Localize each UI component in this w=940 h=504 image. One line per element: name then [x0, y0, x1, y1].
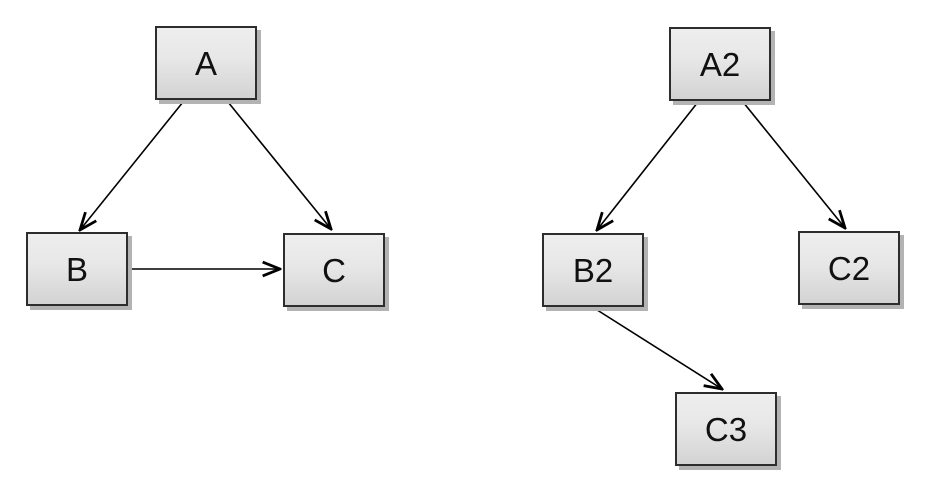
edge-a2-to-c2[interactable] [742, 101, 845, 228]
node-c-label: C [322, 251, 346, 289]
edge-a-to-b[interactable] [80, 101, 184, 230]
node-a[interactable]: A [155, 26, 257, 100]
edge-a2-to-b2[interactable] [597, 101, 699, 230]
node-c3[interactable]: C3 [675, 392, 777, 466]
node-b-label: B [65, 250, 88, 288]
node-c2[interactable]: C2 [798, 231, 900, 305]
node-c2-label: C2 [827, 249, 871, 287]
node-c[interactable]: C [283, 233, 385, 307]
node-b2-label: B2 [572, 251, 614, 289]
edge-b2-to-c3[interactable] [593, 307, 722, 389]
node-b2[interactable]: B2 [542, 233, 644, 307]
node-a2[interactable]: A2 [669, 27, 771, 101]
edge-a-to-c[interactable] [227, 101, 331, 229]
node-b[interactable]: B [26, 232, 128, 306]
node-a-label: A [194, 44, 217, 82]
node-a2-label: A2 [699, 45, 741, 83]
node-c3-label: C3 [704, 410, 748, 448]
